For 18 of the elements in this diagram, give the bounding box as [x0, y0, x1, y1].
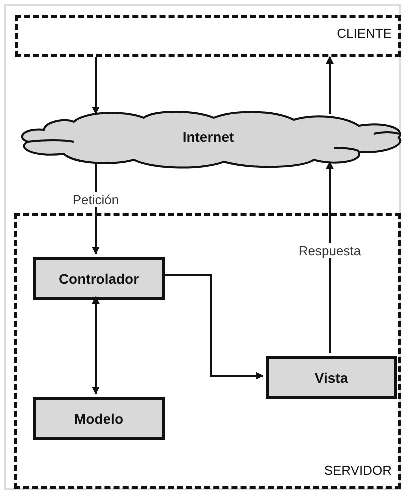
arrow	[92, 296, 100, 395]
arrow	[162, 274, 264, 380]
server-zone	[14, 213, 401, 489]
process-box	[33, 257, 165, 300]
edge-label: Petición	[70, 192, 122, 208]
node-label: Internet	[182, 129, 234, 145]
zone-label: CLIENTE	[337, 26, 392, 41]
node-label: Modelo	[74, 410, 124, 426]
client-zone	[15, 15, 401, 57]
arrow	[326, 161, 334, 353]
arrow	[92, 57, 100, 115]
node-label: Controlador	[58, 270, 140, 286]
edge-label: Respuesta	[296, 244, 364, 258]
node-label: Vista	[314, 370, 348, 386]
arrow	[326, 56, 334, 114]
zone-label: SERVIDOR	[324, 463, 392, 478]
process-box	[266, 356, 397, 399]
process-box	[33, 397, 165, 440]
